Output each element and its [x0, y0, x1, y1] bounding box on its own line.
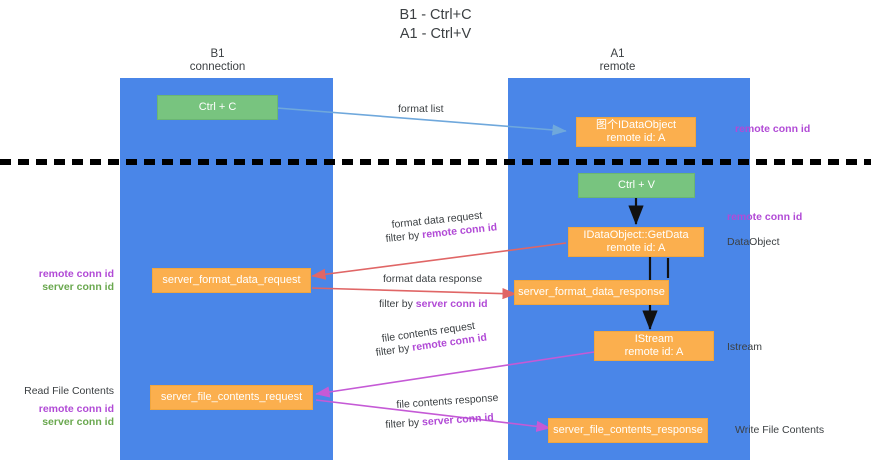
column-header-a1-sub: remote [599, 61, 636, 73]
node-ctrl-v[interactable]: Ctrl + V [578, 173, 695, 198]
node-format-data-request-label: server_format_data_request [162, 274, 301, 286]
node-ctrl-c[interactable]: Ctrl + C [157, 95, 278, 120]
annotation-server-conn-id: server conn id [42, 281, 114, 293]
node-format-data-response-label: server_format_data_response [518, 286, 665, 298]
column-header-b1-name: B1 [210, 48, 225, 60]
annotation-server-conn-id: server conn id [42, 416, 114, 428]
node-dataobject-line1: 图个IDataObject [595, 119, 677, 131]
node-istream[interactable]: IStream remote id: A [594, 331, 714, 361]
edge-label-format-data-response: format data response [383, 273, 483, 285]
node-dataobject-line2: remote id: A [606, 132, 666, 144]
page-title: B1 - Ctrl+C A1 - Ctrl+V [399, 7, 472, 42]
annotation-remote-conn-id: remote conn id [38, 268, 114, 280]
node-file-contents-request[interactable]: server_file_contents_request [150, 385, 313, 410]
column-header-a1: A1 remote [555, 48, 680, 74]
node-istream-line1: IStream [634, 333, 674, 345]
annotation-istream: Istream [727, 341, 763, 353]
node-getdata[interactable]: IDataObject::GetData remote id: A [568, 227, 704, 257]
column-header-b1: B1 connection [155, 48, 280, 74]
node-getdata-line2: remote id: A [606, 242, 666, 254]
filter-key-server-conn-id: server conn id [415, 298, 488, 310]
edge-label-format-list: format list [398, 103, 444, 115]
annotation-remote-conn-id-mid: remote conn id [727, 211, 803, 223]
node-dataobject[interactable]: 图个IDataObject remote id: A [576, 117, 696, 147]
filter-prefix: filter by [385, 416, 423, 431]
annotation-read-file-contents: Read File Contents [24, 385, 114, 397]
annotation-dataobject: DataObject [727, 236, 780, 248]
node-ctrl-c-label: Ctrl + C [198, 101, 237, 113]
annotation-write-file-contents: Write File Contents [735, 424, 825, 436]
filter-prefix: filter by [375, 341, 414, 359]
column-header-a1-name: A1 [610, 48, 625, 60]
annotation-remote-conn-id-top: remote conn id [735, 123, 811, 135]
edge-label-file-contents-response: file contents response [396, 391, 499, 411]
filter-key-server-conn-id: server conn id [421, 411, 495, 429]
filter-prefix: filter by [385, 229, 423, 245]
edge-label-format-data-response-filter: filter by server conn id [379, 298, 488, 311]
node-format-data-request[interactable]: server_format_data_request [152, 268, 311, 293]
edge-label-file-contents-response-filter: filter by server conn id [385, 411, 494, 432]
filter-prefix: filter by [379, 298, 416, 310]
annotation-conn-ids-lower: remote conn id server conn id [0, 403, 114, 429]
column-header-b1-sub: connection [189, 61, 246, 73]
node-file-contents-response-label: server_file_contents_response [553, 424, 703, 436]
node-format-data-response[interactable]: server_format_data_response [514, 280, 669, 305]
node-file-contents-response[interactable]: server_file_contents_response [548, 418, 708, 443]
annotation-conn-ids-upper: remote conn id server conn id [0, 268, 114, 294]
node-file-contents-request-label: server_file_contents_request [160, 391, 303, 403]
annotation-remote-conn-id: remote conn id [38, 403, 114, 415]
node-ctrl-v-label: Ctrl + V [618, 179, 655, 191]
node-getdata-line1: IDataObject::GetData [583, 229, 689, 241]
node-istream-line2: remote id: A [624, 346, 684, 358]
